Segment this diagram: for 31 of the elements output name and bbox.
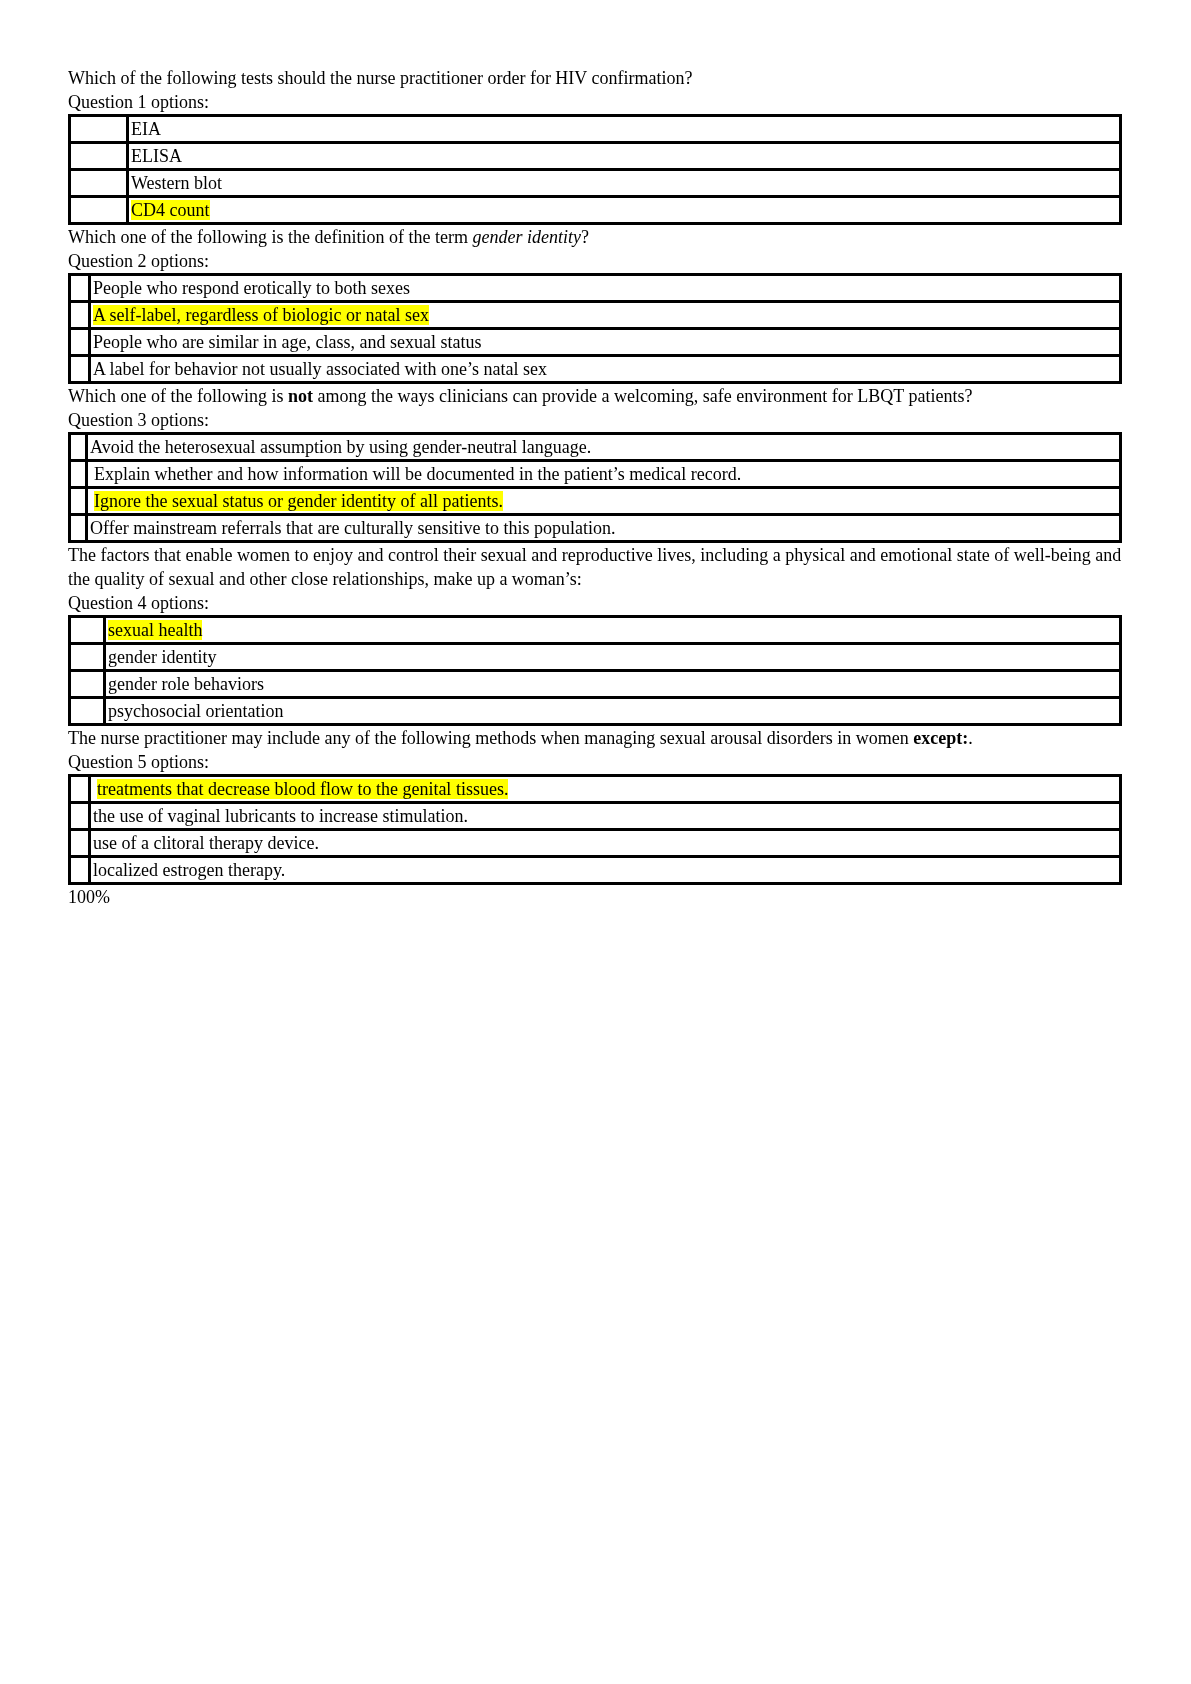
answer-option: psychosocial orientation [108, 701, 284, 721]
highlighted-answer-option: Ignore the sexual status or gender identity of all patients. [94, 491, 503, 511]
answer-option: gender identity [108, 647, 217, 667]
answer-option: use of a clitoral therapy device. [93, 833, 319, 853]
answer-option: EIA [131, 119, 161, 139]
answer-option: ELISA [131, 146, 182, 166]
options-heading: Question 4 options: [68, 592, 210, 615]
question-text: Which one of the following is not among the ways clinicians can provide a welcoming, safe environment for LBQT patients? [68, 385, 974, 408]
highlighted-answer-option: treatments that decrease blood flow to the genital tissues. [97, 779, 509, 799]
options-heading: Question 1 options: [68, 91, 210, 114]
highlighted-answer-option: sexual health [108, 620, 203, 640]
answer-option: the use of vaginal lubricants to increase stimulation. [93, 806, 468, 826]
question-text: Which one of the following is the definition of the term gender identity? [68, 226, 590, 249]
question-text: The nurse practitioner may include any of the following methods when managing sexual arousal disorders in women except:. [68, 727, 974, 750]
answer-option: Avoid the heterosexual assumption by using gender-neutral language. [90, 437, 592, 457]
answer-option: gender role behaviors [108, 674, 264, 694]
answer-option: People who respond erotically to both sexes [93, 278, 410, 298]
answer-option: Offer mainstream referrals that are culturally sensitive to this population. [90, 518, 616, 538]
question-text: Which of the following tests should the nurse practitioner order for HIV confirmation? [68, 67, 694, 90]
answer-option: People who are similar in age, class, and sexual status [93, 332, 482, 352]
options-heading: Question 5 options: [68, 751, 210, 774]
highlighted-answer-option: CD4 count [131, 200, 210, 220]
answer-option: localized estrogen therapy. [93, 860, 286, 880]
question-text: The factors that enable women to enjoy and control their sexual and reproductive lives, including a physical and emotional state of well-being and the quality of sexual and other close relationships, make up a woman’s: [68, 544, 1122, 591]
options-heading: Question 2 options: [68, 250, 210, 273]
highlighted-answer-option: A self-label, regardless of biologic or natal sex [93, 305, 429, 325]
score-text: 100% [68, 886, 111, 909]
answer-option: Western blot [131, 173, 223, 193]
answer-option: A label for behavior not usually associated with one’s natal sex [93, 359, 547, 379]
answer-option: Explain whether and how information will be documented in the patient’s medical record. [94, 464, 742, 484]
options-heading: Question 3 options: [68, 409, 210, 432]
